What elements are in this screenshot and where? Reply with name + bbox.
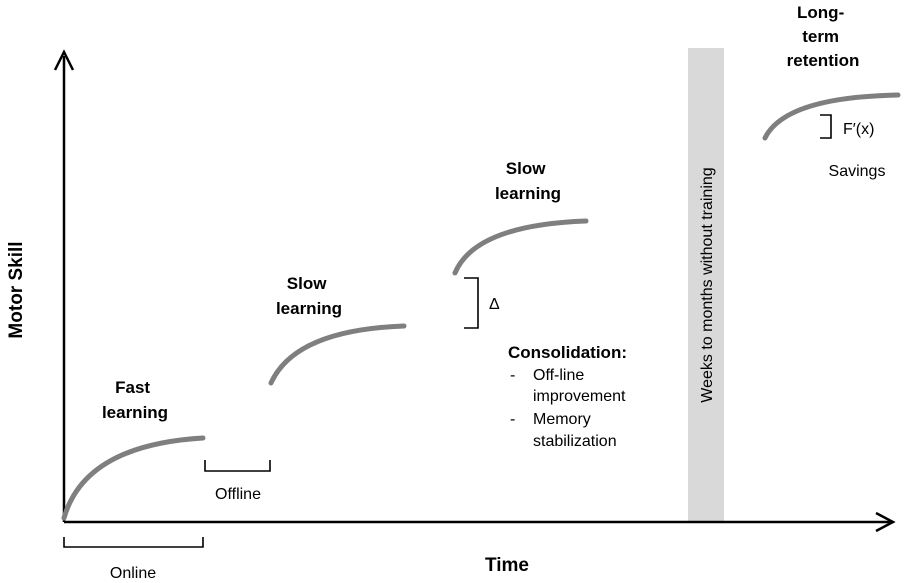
consolidation-item-1: Off-line improvement	[533, 367, 626, 405]
consolidation-title: Consolidation:	[508, 343, 627, 362]
y-axis-title: Motor Skill	[6, 241, 27, 338]
consolidation-item-2: Memory stabilization	[533, 411, 617, 450]
fast-learning-curve	[61, 435, 206, 521]
slow-learning-label-1: Slow learning	[276, 274, 342, 318]
y-axis-arrowhead	[53, 49, 75, 71]
x-axis-title: Time	[485, 555, 529, 576]
x-axis-arrowhead	[875, 511, 896, 533]
consolidation-item-1-bullet: -	[510, 367, 515, 384]
offline-bracket	[204, 460, 271, 472]
long-term-retention-label: Long- term retention	[787, 3, 860, 70]
consolidation-item-2-bullet: -	[510, 411, 515, 428]
savings-bracket	[820, 114, 832, 139]
delta-symbol: Δ	[489, 296, 500, 313]
delta-bracket	[464, 277, 479, 329]
offline-label: Offline	[215, 486, 261, 503]
fast-learning-label: Fast learning	[102, 378, 168, 422]
slow-learning-curve-1	[268, 323, 407, 386]
online-bracket	[63, 537, 204, 548]
savings-formula: F′(x)	[843, 121, 874, 138]
retention-curve	[762, 92, 901, 141]
no-training-gap-bar	[688, 48, 724, 523]
slow-learning-label-2: Slow learning	[495, 159, 561, 203]
online-label: Online	[110, 565, 156, 582]
savings-label: Savings	[829, 163, 886, 180]
slow-learning-curve-2	[452, 218, 589, 276]
gap-bar-label: Weeks to months without training	[699, 167, 716, 402]
